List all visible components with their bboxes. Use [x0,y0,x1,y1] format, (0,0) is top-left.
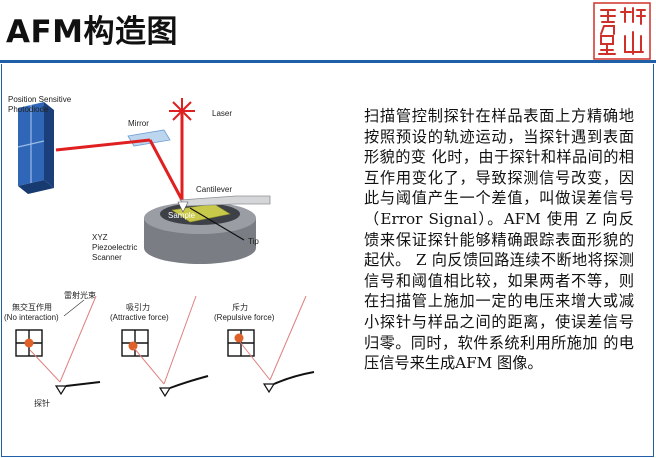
afm-structure-diagram: Position Sensitive Photodiode Mirror Las… [8,95,271,264]
tip-label: Tip [248,237,259,246]
laser-label: Laser [212,109,232,118]
header-divider [0,60,656,63]
piezo-scanner [144,202,256,264]
photodiode [17,102,54,194]
panel-2-en: (Attractive force) [110,313,169,322]
mirror [127,129,171,147]
slide-title: AFM构造图 [6,14,179,50]
tip-leader-line [189,207,245,241]
panel-3-en: (Repulsive force) [214,313,275,322]
panel-1-en: (No interaction) [4,313,59,322]
institute-logo [593,2,651,60]
panel-3-cn: 斥力 [232,302,248,312]
probe-tip [177,201,189,213]
psd-label-line1: Position Sensitive [8,95,72,104]
laser-beam-label: 雷射光束 [64,290,96,300]
panel-attractive-force: 吸引力 (Attractive force) [110,295,209,398]
psd-label-line2: Photodiode [8,105,49,114]
slide-header: AFM构造图 [0,0,656,62]
panel-repulsive-force: 斥力 (Repulsive force) [214,295,315,394]
force-interaction-diagram: 雷射光束 無交互作用 (No interaction) 探针 吸引力 (Attr… [4,288,322,408]
probe-label: 探针 [34,398,50,408]
panel-1-cn: 無交互作用 [12,302,52,312]
panel-2-cn: 吸引力 [126,302,150,312]
sample-label: Sample [168,211,196,220]
scanner-label-line3: Scanner [92,253,122,262]
cantilever-label: Cantilever [196,185,232,194]
description-paragraph: 扫描管控制探针在样品表面上方精确地按照预设的轨迹运动，当探针遇到表面形貌的变 化… [364,107,634,373]
cantilever [179,195,271,207]
mirror-label: Mirror [128,119,149,128]
laser-beam [55,114,184,201]
panel-no-interaction: 無交互作用 (No interaction) [4,295,101,396]
laser-beam-leader [63,299,85,317]
scanner-label-line2: Piezoelectric [92,243,137,252]
scanner-label-line1: XYZ [92,233,108,242]
